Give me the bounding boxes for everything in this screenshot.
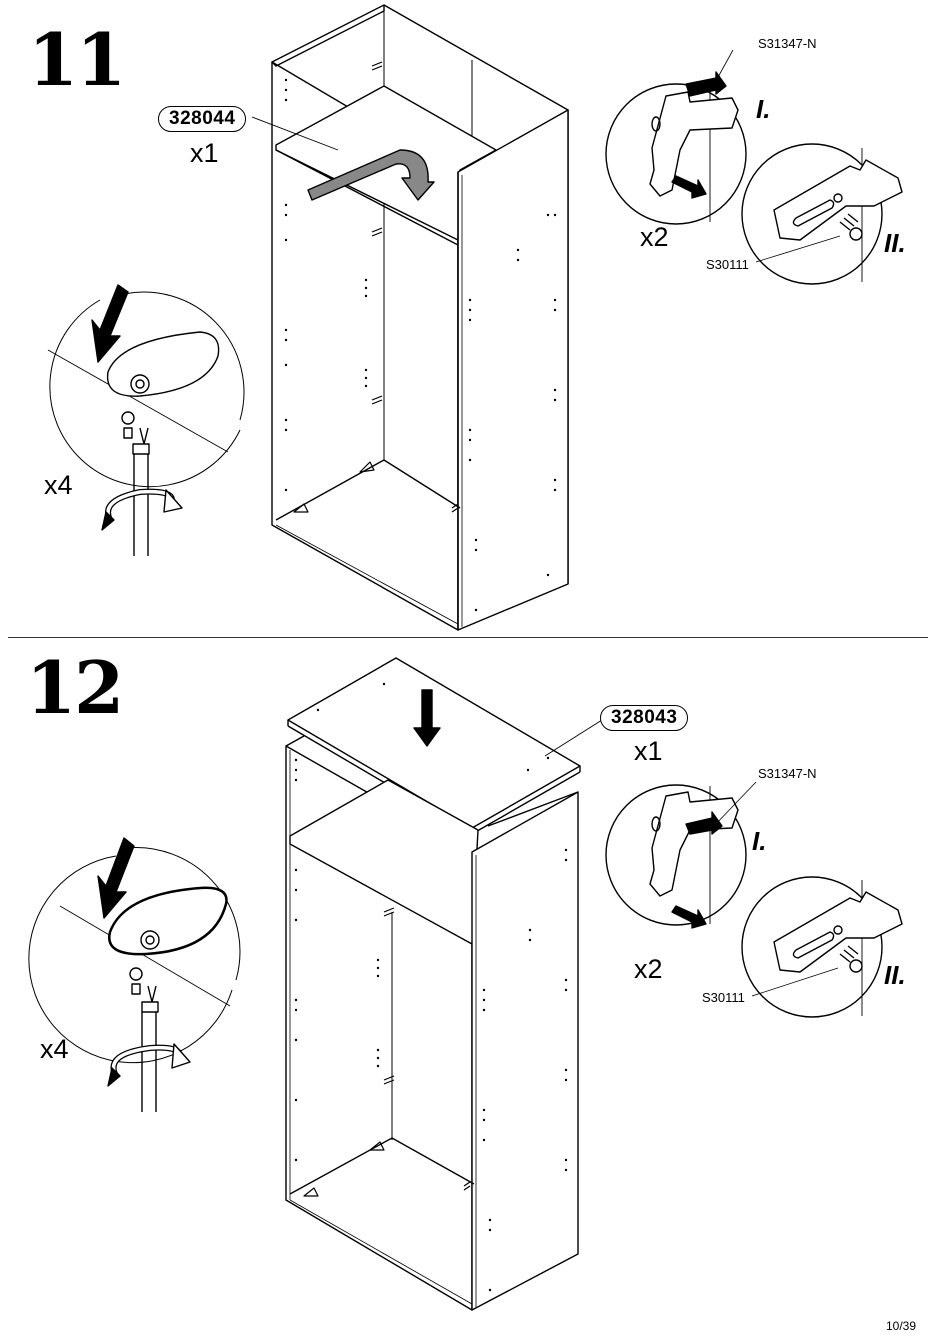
cam-lock-detail-11	[47, 284, 245, 556]
screw-code: S30111	[702, 990, 745, 1005]
wardrobe-carcass-step-12	[285, 657, 603, 1311]
bracket-quantity: x2	[640, 222, 669, 252]
screw-code: S30111	[706, 257, 749, 272]
bracket-code: S31347-N	[758, 36, 817, 51]
screw-quantity: x4	[40, 1034, 69, 1064]
stage-one-label: I.	[752, 826, 767, 856]
bracket-detail-11	[605, 49, 903, 285]
step-number: 12	[26, 645, 124, 730]
wardrobe-carcass-step-11	[251, 4, 569, 631]
page-number: 10/39	[885, 1319, 916, 1333]
stage-one-label: I.	[756, 94, 771, 124]
part-code-badge: 328043	[600, 705, 689, 731]
step-divider	[8, 637, 928, 638]
step-number: 11	[28, 17, 126, 102]
bracket-code: S31347-N	[758, 766, 817, 781]
part-quantity: x1	[634, 736, 663, 766]
part-quantity: x1	[190, 138, 219, 168]
bracket-quantity: x2	[634, 954, 663, 984]
bracket-detail-12	[605, 781, 903, 1018]
cam-lock-detail-12	[28, 837, 241, 1112]
screw-quantity: x4	[44, 470, 73, 500]
stage-two-label: II.	[884, 960, 906, 990]
part-code-badge: 328044	[158, 106, 247, 132]
stage-two-label: II.	[884, 228, 906, 258]
